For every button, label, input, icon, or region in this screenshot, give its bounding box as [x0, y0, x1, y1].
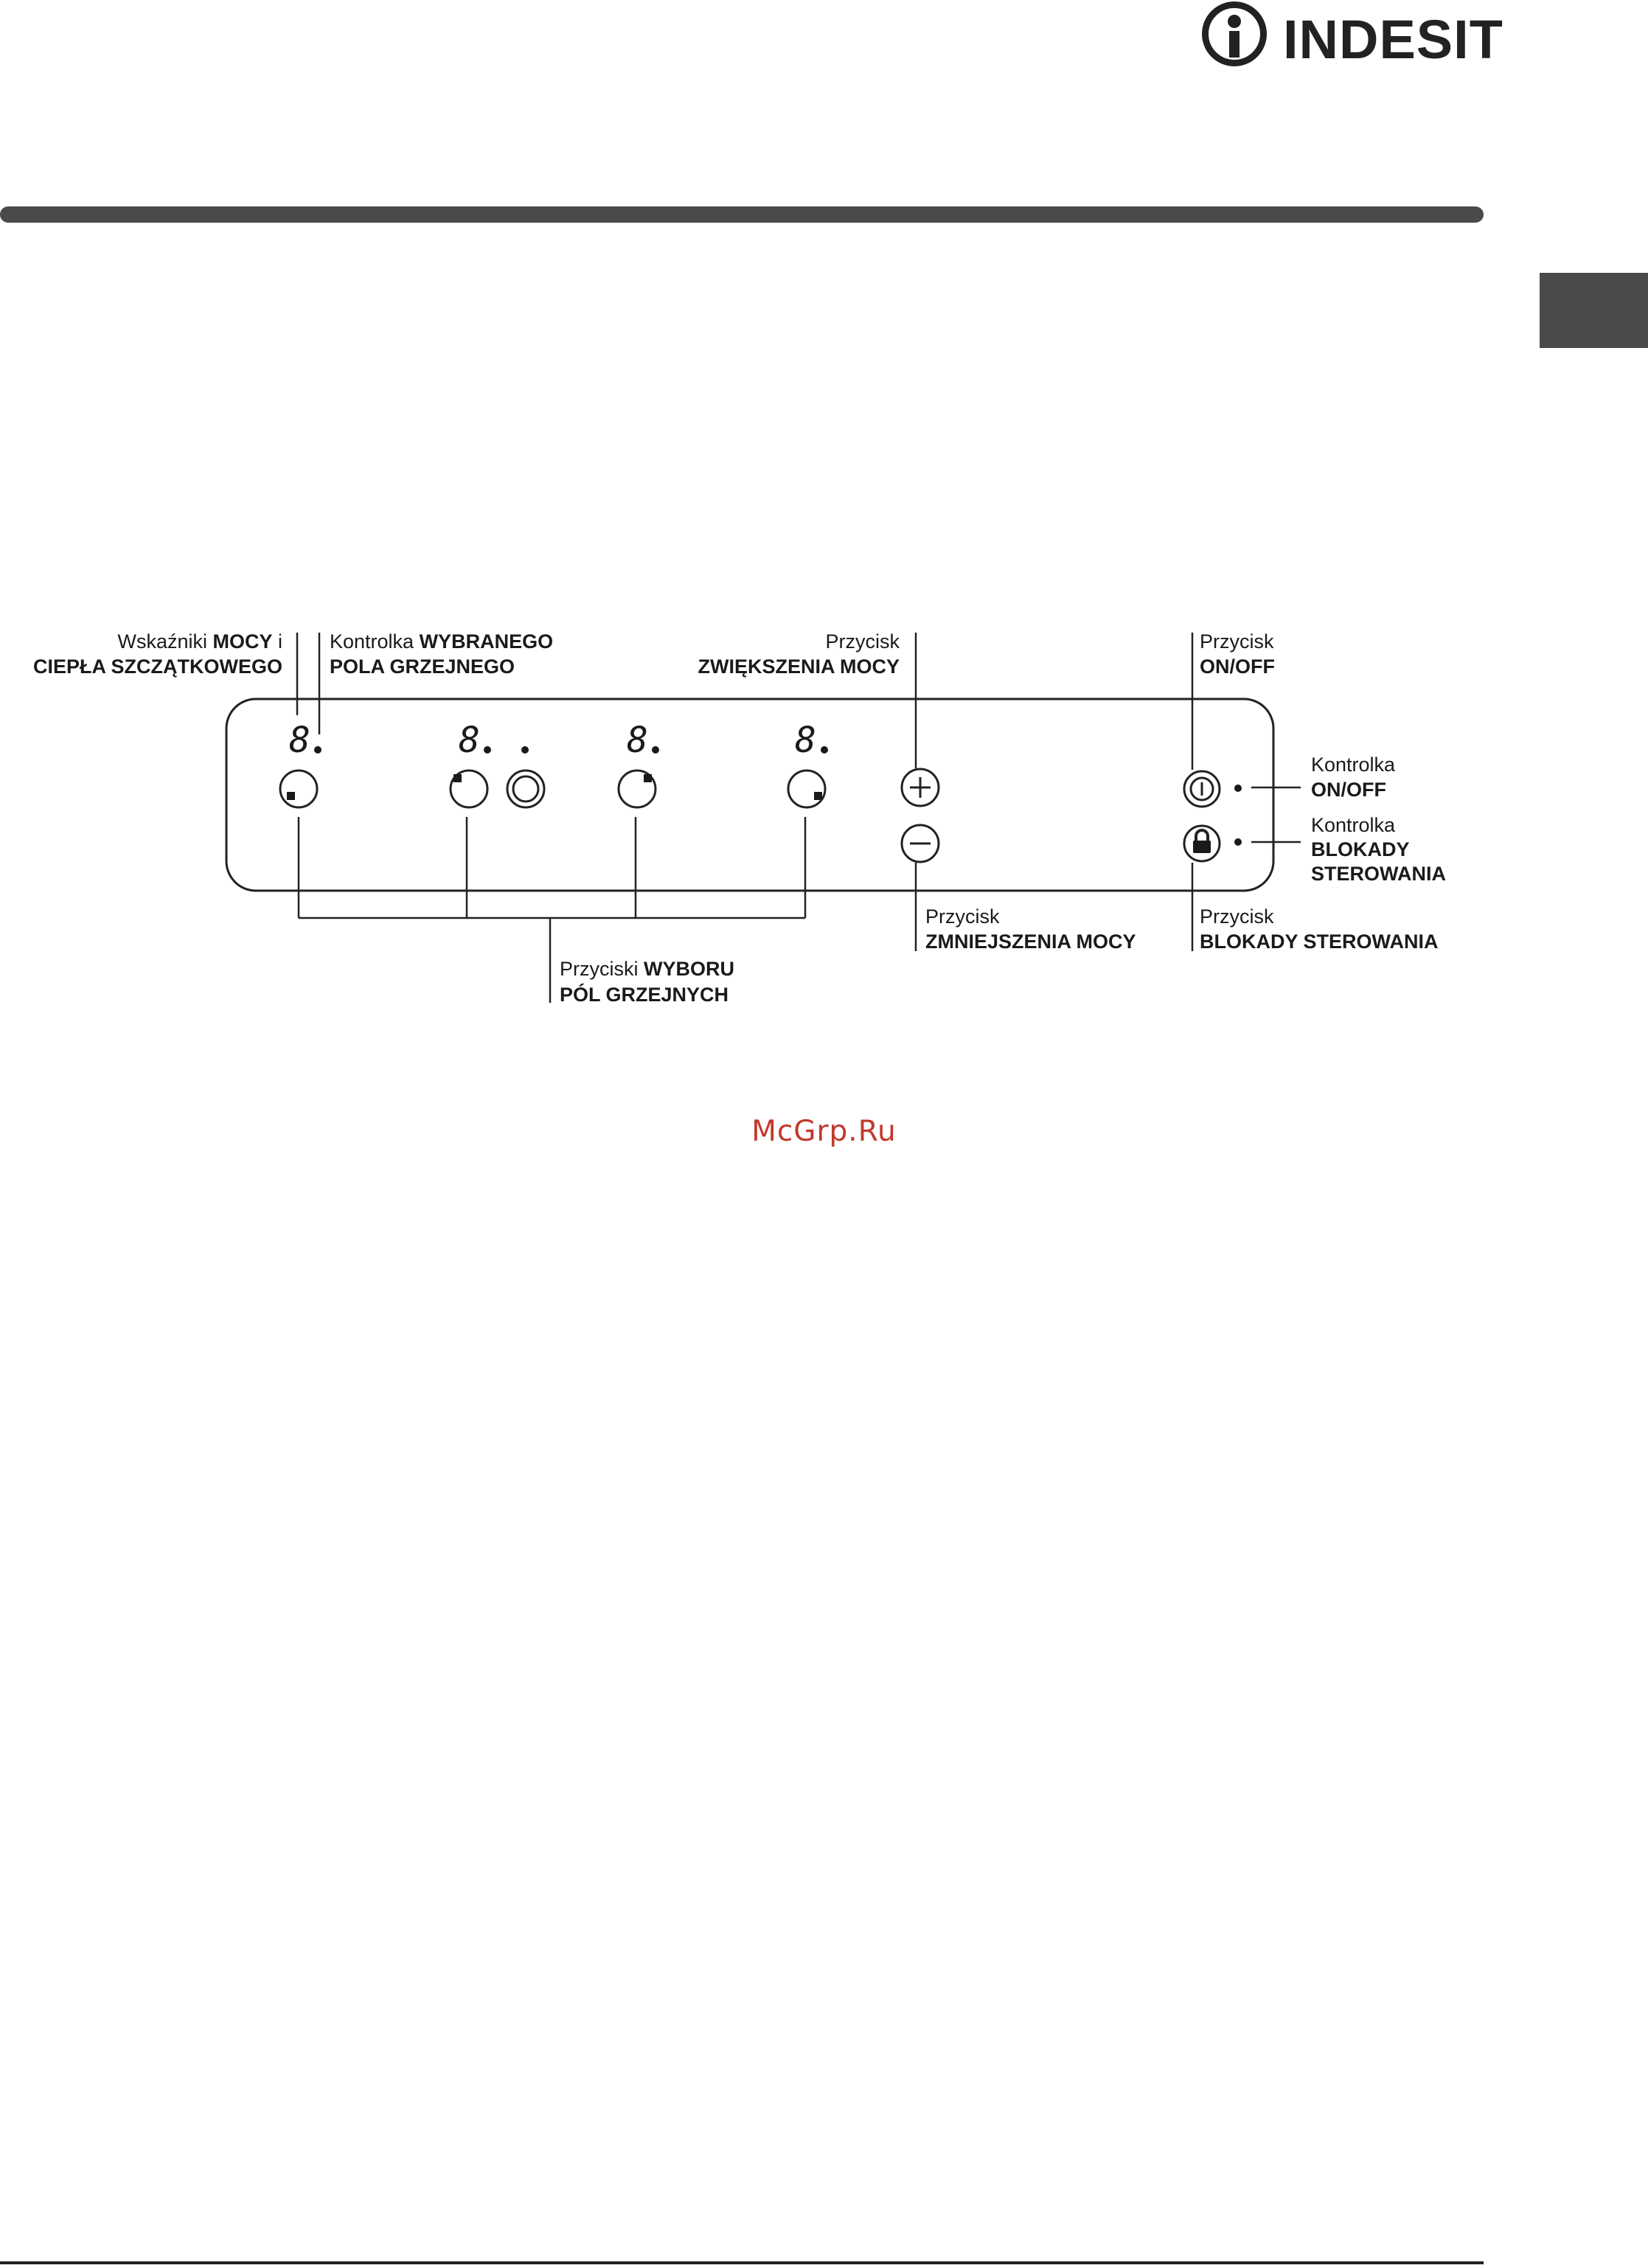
zone-button-4[interactable] [788, 771, 825, 807]
power-display-3: 8 [627, 720, 648, 761]
leader-lines [297, 633, 1301, 1003]
lock-button-label-line1: Przycisk [1200, 905, 1274, 928]
zone-selected-dot-2 [484, 746, 491, 754]
control-panel-outline [226, 699, 1273, 891]
lock-light-label-line1: Kontrolka [1311, 814, 1396, 836]
power-display-1: 8 [289, 720, 310, 761]
power-display-4: 8 [795, 720, 816, 761]
dual-zone-ring-icon [513, 776, 538, 801]
zone-select-buttons-label-line2: PÓL GRZEJNYCH [560, 983, 729, 1006]
zone-select-buttons-label-line1: Przyciski WYBORU [560, 958, 734, 980]
zone-position-marker-rear-left-icon [287, 792, 295, 800]
decrease-button-label-line1: Przycisk [925, 905, 1000, 928]
power-display-2: 8 [459, 720, 480, 761]
padlock-icon [1193, 830, 1211, 853]
plus-icon [902, 769, 939, 806]
selected-zone-light-label-line1: Kontrolka WYBRANEGO [330, 630, 553, 653]
onoff-button-label-line1: Przycisk [1200, 630, 1274, 653]
minus-icon [902, 825, 939, 862]
zone-position-marker-front-right-icon [644, 774, 652, 782]
watermark: McGrp.Ru [0, 1115, 1648, 1148]
decrease-button-label-line2: ZMNIEJSZENIA MOCY [925, 930, 1136, 953]
zone-selected-dot-1 [314, 746, 321, 754]
lock-light-label-line3: STEROWANIA [1311, 863, 1446, 885]
increase-button-label-line2: ZWIĘKSZENIA MOCY [698, 655, 900, 678]
power-indicators-label-line1: Wskaźniki MOCY i [117, 630, 282, 653]
zone-selected-dot-4 [821, 746, 828, 754]
onoff-indicator-light [1234, 785, 1242, 792]
zone-position-marker-rear-right-icon [814, 792, 822, 800]
zone-position-marker-front-left-icon [453, 774, 462, 782]
onoff-light-label-line2: ON/OFF [1311, 779, 1386, 801]
extra-zone-dot [521, 746, 529, 754]
zone-button-1[interactable] [280, 771, 317, 807]
lock-button-label-line2: BLOKADY STEROWANIA [1200, 930, 1439, 953]
lock-indicator-light [1234, 838, 1242, 846]
increase-button-label-line1: Przycisk [826, 630, 900, 653]
zone-selected-dot-3 [652, 746, 659, 754]
onoff-light-label-line1: Kontrolka [1311, 754, 1396, 776]
footer-rule [0, 2261, 1484, 2264]
lock-light-label-line2: BLOKADY [1311, 838, 1410, 860]
power-indicators-label-line2: CIEPŁA SZCZĄTKOWEGO [33, 655, 282, 678]
onoff-button-label-line2: ON/OFF [1200, 655, 1275, 678]
selected-zone-light-label-line2: POLA GRZEJNEGO [330, 655, 515, 678]
control-panel-diagram: 8 8 8 8 [0, 0, 1648, 1032]
